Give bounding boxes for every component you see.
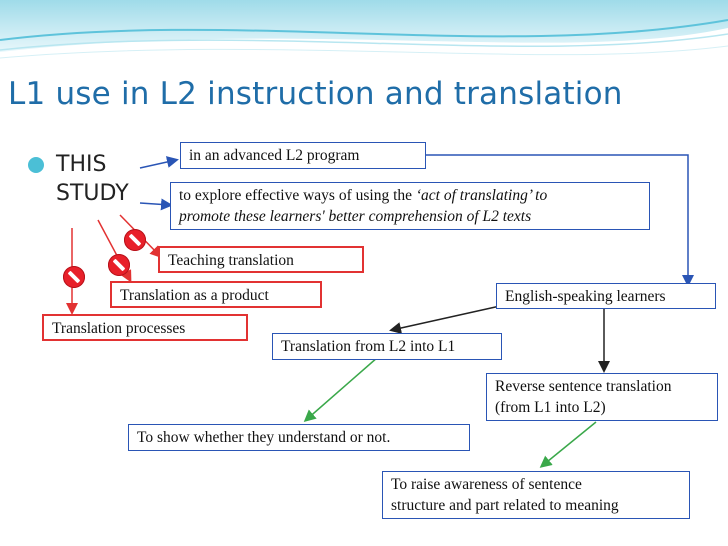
prohibited-icon [108, 254, 130, 276]
box-explore-ways: to explore effective ways of using the ‘… [170, 182, 650, 230]
box-english-learners: English-speaking learners [496, 283, 716, 309]
bullet-dot [28, 157, 44, 173]
box-raise-awareness: To raise awareness of sentence structure… [382, 471, 690, 519]
box-advanced-program: in an advanced L2 program [180, 142, 426, 169]
box-show-understand: To show whether they understand or not. [128, 424, 470, 451]
bullet-this-study: THIS STUDY [56, 152, 129, 206]
box-translation-processes: Translation processes [42, 314, 248, 341]
box-translation-product: Translation as a product [110, 281, 322, 308]
box-teaching-translation: Teaching translation [158, 246, 364, 273]
box-l2-into-l1: Translation from L2 into L1 [272, 333, 502, 360]
prohibited-icon [63, 266, 85, 288]
box-reverse-translation: Reverse sentence translation (from L1 in… [486, 373, 718, 421]
slide-title: L1 use in L2 instruction and translation [8, 76, 623, 112]
wave-header-decoration [0, 0, 728, 59]
prohibited-icon [124, 229, 146, 251]
